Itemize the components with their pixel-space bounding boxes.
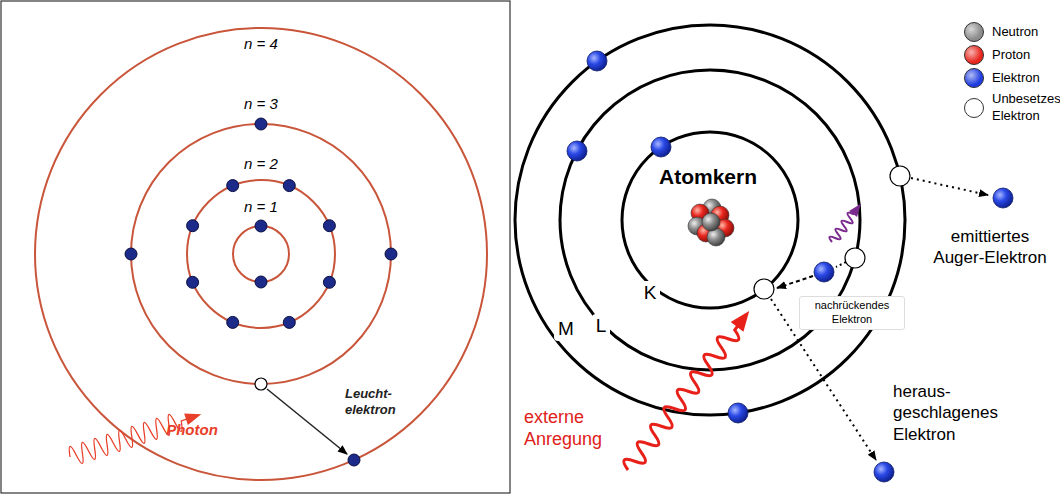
shell-label: n = 3 xyxy=(244,95,278,114)
excitation-label: externe Anregung xyxy=(524,406,624,451)
legend-text: Neutron xyxy=(992,24,1038,41)
callout-label: emittiertes Auger-Elektron xyxy=(925,226,1055,269)
shell-label: n = 4 xyxy=(244,35,278,54)
vacancy xyxy=(255,378,267,390)
emitted-photon-wave xyxy=(828,201,865,245)
shell-label: K xyxy=(640,281,661,305)
nucleus-label: Atomkern xyxy=(659,164,757,190)
callout-box: nachrückendes Elektron xyxy=(799,296,905,330)
callout-label: heraus- geschlagenes Elektron xyxy=(893,381,1013,445)
legend-row: Proton xyxy=(964,45,1030,65)
shell-label: n = 2 xyxy=(244,155,278,174)
legend-text: Unbesetzes Elektron xyxy=(992,91,1060,125)
legend-swatch xyxy=(964,45,984,65)
legend-swatch xyxy=(964,68,984,88)
electron-shells xyxy=(515,25,905,415)
shell-label: n = 1 xyxy=(244,198,278,217)
electron-label: Leucht- elektron xyxy=(345,386,411,419)
vacancies xyxy=(754,166,910,299)
legend-text: Elektron xyxy=(992,70,1040,87)
transition-arrow xyxy=(267,389,347,454)
panel-frame xyxy=(1,1,510,493)
legend-row: Elektron xyxy=(964,68,1040,88)
legend-text: Proton xyxy=(992,47,1030,64)
legend-row: Neutron xyxy=(964,22,1038,42)
bohr-shells xyxy=(35,28,487,480)
excitation-wave xyxy=(621,305,757,475)
nucleus xyxy=(688,199,734,246)
photon-label: Photon xyxy=(166,421,218,440)
shell-label: L xyxy=(592,314,611,338)
legend-swatch xyxy=(964,22,984,42)
legend-swatch xyxy=(964,98,984,118)
legend-row: Unbesetzes Elektron xyxy=(964,91,1060,125)
shell-label: M xyxy=(554,317,578,341)
